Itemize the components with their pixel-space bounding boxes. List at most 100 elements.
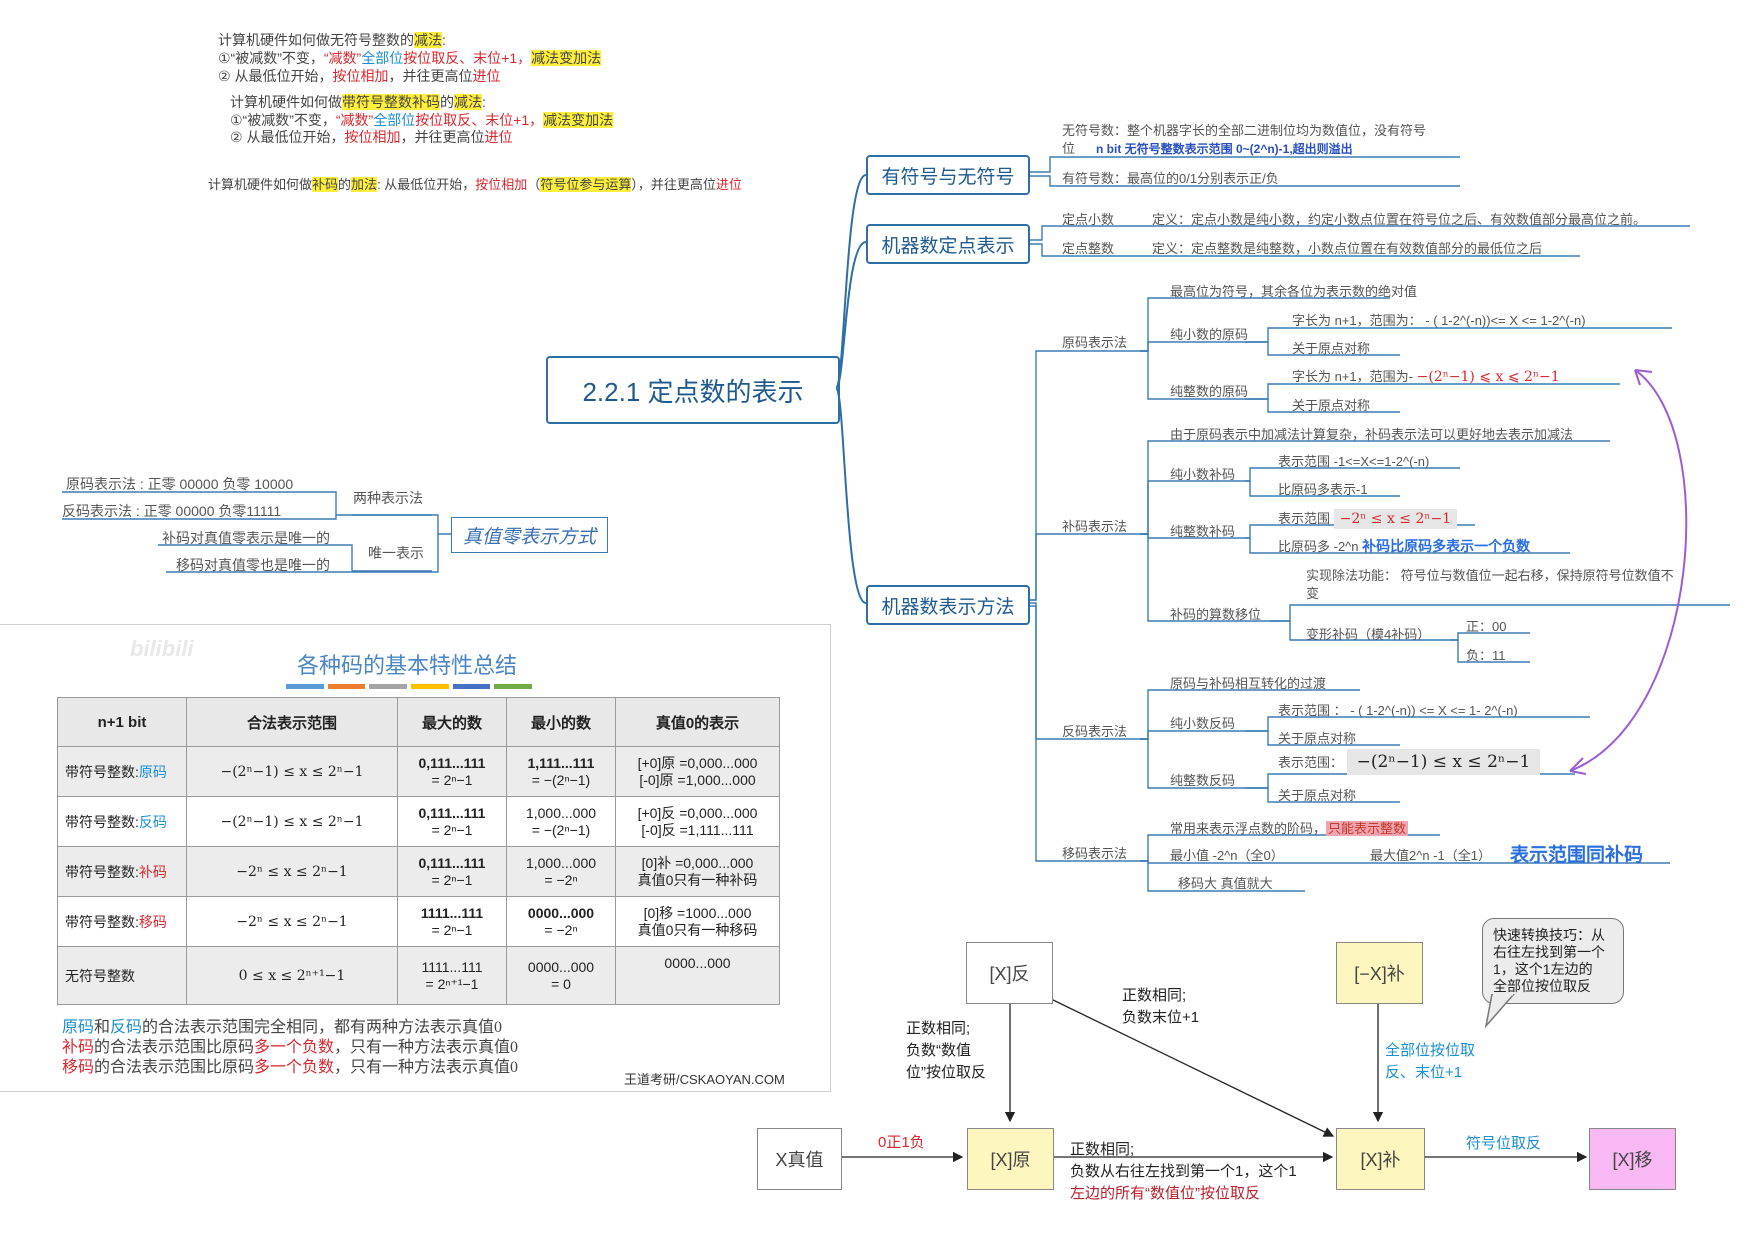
zero-orig: 原码表示法 : 正零 00000 负零 10000 (66, 476, 294, 492)
leaf-ones-frac: 纯小数反码 (1170, 716, 1236, 731)
mindmap-root[interactable]: 2.2.1 定点数的表示 (546, 356, 840, 424)
leaf-orig-frac-sym: 关于原点对称 (1292, 341, 1371, 356)
leaf-fixed-integer: 定点整数 (1062, 241, 1115, 256)
leaf-ones-desc: 原码与补码相互转化的过渡 (1170, 676, 1327, 691)
leaf-comp-desc: 由于原码表示中加减法计算复杂，补码表示法可以更好地去表示加减法 (1170, 427, 1574, 442)
table-header-row: n+1 bit 合法表示范围 最大的数 最小的数 真值0的表示 (57, 697, 780, 747)
zero-two-methods: 两种表示法 (353, 490, 423, 506)
box-original-code[interactable]: [X]原 (967, 1128, 1054, 1190)
zero-map-root[interactable]: 真值零表示方式 (451, 517, 608, 553)
zero-ones: 反码表示法 : 正零 00000 负零11111 (62, 503, 282, 519)
note-unsigned-sub-step1: ①“被减数”不变，“减数”全部位按位取反、末位+1，减法变加法 (218, 50, 602, 66)
leaf-ones-frac-range: 表示范围 ： - ( 1-2^(-n)) <= X <= 1- 2^(-n) (1278, 703, 1518, 718)
leaf-unsigned-desc: 无符号数：整个机器字长的全部二进制位均为数值位，没有符号 (1062, 123, 1427, 138)
note-unsigned-sub-title: 计算机硬件如何做无符号整数的减法: (218, 32, 446, 48)
header-range: 合法表示范围 (186, 697, 398, 747)
leaf-comp-frac: 纯小数补码 (1170, 467, 1236, 482)
leaf-comp-mod4-neg: 负：11 (1466, 648, 1506, 663)
table-row: 无符号整数 0 ≤ x ≤ 2ⁿ⁺¹−1 1111...111= 2ⁿ⁺¹−1 … (57, 946, 780, 1005)
summary-panel (0, 624, 831, 1092)
box-bias-code[interactable]: [X]移 (1589, 1128, 1676, 1190)
leaf-orig-desc: 最高位为符号，其余各位为表示数的绝对值 (1170, 284, 1418, 299)
stripe-3 (369, 684, 408, 689)
zero-bias: 移码对真值零也是唯一的 (176, 557, 330, 573)
leaf-comp-shift: 补码的算数移位 (1170, 607, 1262, 622)
leaf-bias-desc: 常用来表示浮点数的阶码，只能表示整数 (1170, 821, 1409, 836)
leaf-unsigned-range: n bit 无符号整数表示范围 0~(2^n)-1,超出则溢出 (1096, 142, 1353, 156)
branch-representation-methods[interactable]: 机器数表示方法 (866, 585, 1030, 625)
connector-fixed (835, 241, 867, 389)
branch-signed-unsigned[interactable]: 有符号与无符号 (866, 155, 1030, 195)
header-max: 最大的数 (397, 697, 507, 747)
label-comp-negcomp: 全部位按位取 反、末位+1 (1385, 1042, 1476, 1081)
note-unsigned-sub-step2: ② 从最低位开始，按位相加，并往更高位进位 (218, 68, 501, 84)
note-complement-add: 计算机硬件如何做补码的加法: 从最低位开始，按位相加（符号位参与运算），并往更高… (208, 177, 742, 192)
connector-bias (1026, 605, 1140, 862)
leaf-bias-max: 最大值2^n -1（全1） (1370, 848, 1491, 863)
leaf-comp-shift-desc-2: 变 (1306, 586, 1320, 601)
zero-map-connectors (62, 491, 451, 573)
leaf-ones-int-sym: 关于原点对称 (1278, 788, 1357, 803)
stripe-6 (494, 684, 533, 689)
stripe-4 (411, 684, 449, 689)
header-bits: n+1 bit (57, 697, 187, 747)
box-ones-code[interactable]: [X]反 (966, 942, 1053, 1004)
connector-comp (1026, 533, 1140, 601)
leaf-orig-int-sym: 关于原点对称 (1292, 398, 1371, 413)
summary-color-stripes (286, 684, 533, 689)
leaf-comp-frac-more: 比原码多表示-1 (1278, 482, 1368, 497)
leaf-comp-mod4-pos: 正：00 (1466, 619, 1507, 634)
label-orig-ones: 正数相同; 负数“数值 位”按位取反 (906, 1020, 986, 1081)
zero-unique: 唯一表示 (368, 545, 424, 561)
leaf-bias-min: 最小值 -2^n（全0） (1170, 848, 1284, 863)
label-comp-bias: 符号位取反 (1466, 1135, 1542, 1152)
label-orig-comp: 正数相同; 负数从右往左找到第一个1，这个1 左边的所有“数值位”按位取反 (1070, 1141, 1297, 1202)
summary-credit: 王道考研/CSKAOYAN.COM (624, 1072, 785, 1087)
note-signed-sub-title: 计算机硬件如何做带符号整数补码的减法: (230, 94, 486, 110)
leaf-ones-int-range: 表示范围： −(2ⁿ−1) ≤ x ≤ 2ⁿ−1 (1278, 749, 1541, 775)
leaf-orig-frac: 纯小数的原码 (1170, 327, 1249, 342)
leaf-fixed-decimal-def: 定义：定点小数是纯小数，约定小数点位置在符号位之后、有效数值部分最高位之前。 (1152, 212, 1647, 227)
leaf-comp-shift-desc: 实现除法功能： 符号位与数值位一起右移，保持原符号位数值不 (1306, 568, 1674, 583)
purple-arrow (1569, 369, 1688, 772)
note-signed-sub-step2: ② 从最低位开始，按位相加，并往更高位进位 (230, 129, 513, 145)
table-row: 带符号整数:补码 −2ⁿ ≤ x ≤ 2ⁿ−1 0,111...111= 2ⁿ−… (57, 846, 780, 897)
leaf-ones-method: 反码表示法 (1062, 724, 1128, 739)
leaf-comp-int-more: 比原码多 -2^n 补码比原码多表示一个负数 (1278, 538, 1531, 554)
connector-unsigned (1026, 156, 1460, 173)
header-zero: 真值0的表示 (615, 697, 780, 747)
stripe-5 (452, 684, 491, 689)
connector-fixed-dec (1026, 225, 1690, 241)
summary-note-3: 移码的合法表示范围比原码多一个负数，只有一种方法表示真值0 (62, 1059, 519, 1076)
stripe-1 (286, 684, 324, 689)
connector-methods (835, 387, 867, 604)
leaf-comp-int-range: 表示范围 −2ⁿ ≤ x ≤ 2ⁿ−1 (1278, 508, 1458, 529)
leaf-signed-desc: 有符号数：最高位的0/1分别表示正/负 (1062, 171, 1279, 186)
tip-bubble-tail (1484, 994, 1515, 1029)
box-complement-code[interactable]: [X]补 (1336, 1128, 1425, 1190)
stripe-2 (327, 684, 366, 689)
leaf-unsigned-desc-2: 位 (1062, 141, 1076, 156)
leaf-ones-frac-sym: 关于原点对称 (1278, 731, 1357, 746)
connector-fixed-int (1026, 243, 1580, 257)
leaf-comp-int: 纯整数补码 (1170, 524, 1236, 539)
box-neg-complement-code[interactable]: [−X]补 (1336, 942, 1423, 1004)
branch-fixed-point[interactable]: 机器数定点表示 (866, 224, 1030, 264)
box-true-value[interactable]: X真值 (757, 1128, 842, 1190)
leaf-orig-int-range: 字长为 n+1，范围为- −(2ⁿ−1) ⩽ x ⩽ 2ⁿ−1 (1292, 369, 1560, 385)
leaf-fixed-decimal: 定点小数 (1062, 212, 1115, 227)
tip-bubble: 快速转换技巧：从 右往左找到第一个 1，这个1左边的 全部位按位取反 (1482, 918, 1624, 1004)
leaf-fixed-integer-def: 定义：定点整数是纯整数，小数点位置在有效数值部分的最低位之后 (1152, 241, 1543, 256)
summary-note-1: 原码和反码的合法表示范围完全相同，都有两种方法表示真值0 (62, 1019, 503, 1036)
note-signed-sub-step1: ①“被减数”不变，“减数”全部位按位取反、末位+1，减法变加法 (230, 112, 614, 128)
bilibili-watermark: bilibili (130, 636, 194, 661)
header-min: 最小的数 (506, 697, 616, 747)
leaf-orig-method: 原码表示法 (1062, 335, 1128, 350)
leaf-comp-mod4: 变形补码（模4补码） (1306, 627, 1431, 642)
zero-comp: 补码对真值零表示是唯一的 (162, 530, 330, 546)
table-row: 带符号整数:原码 −(2ⁿ−1) ≤ x ≤ 2ⁿ−1 0,111...111=… (57, 746, 780, 797)
label-ones-comp: 正数相同; 负数末位+1 (1122, 987, 1200, 1026)
leaf-comp-frac-range: 表示范围 -1<=X<=1-2^(-n) (1278, 454, 1430, 469)
